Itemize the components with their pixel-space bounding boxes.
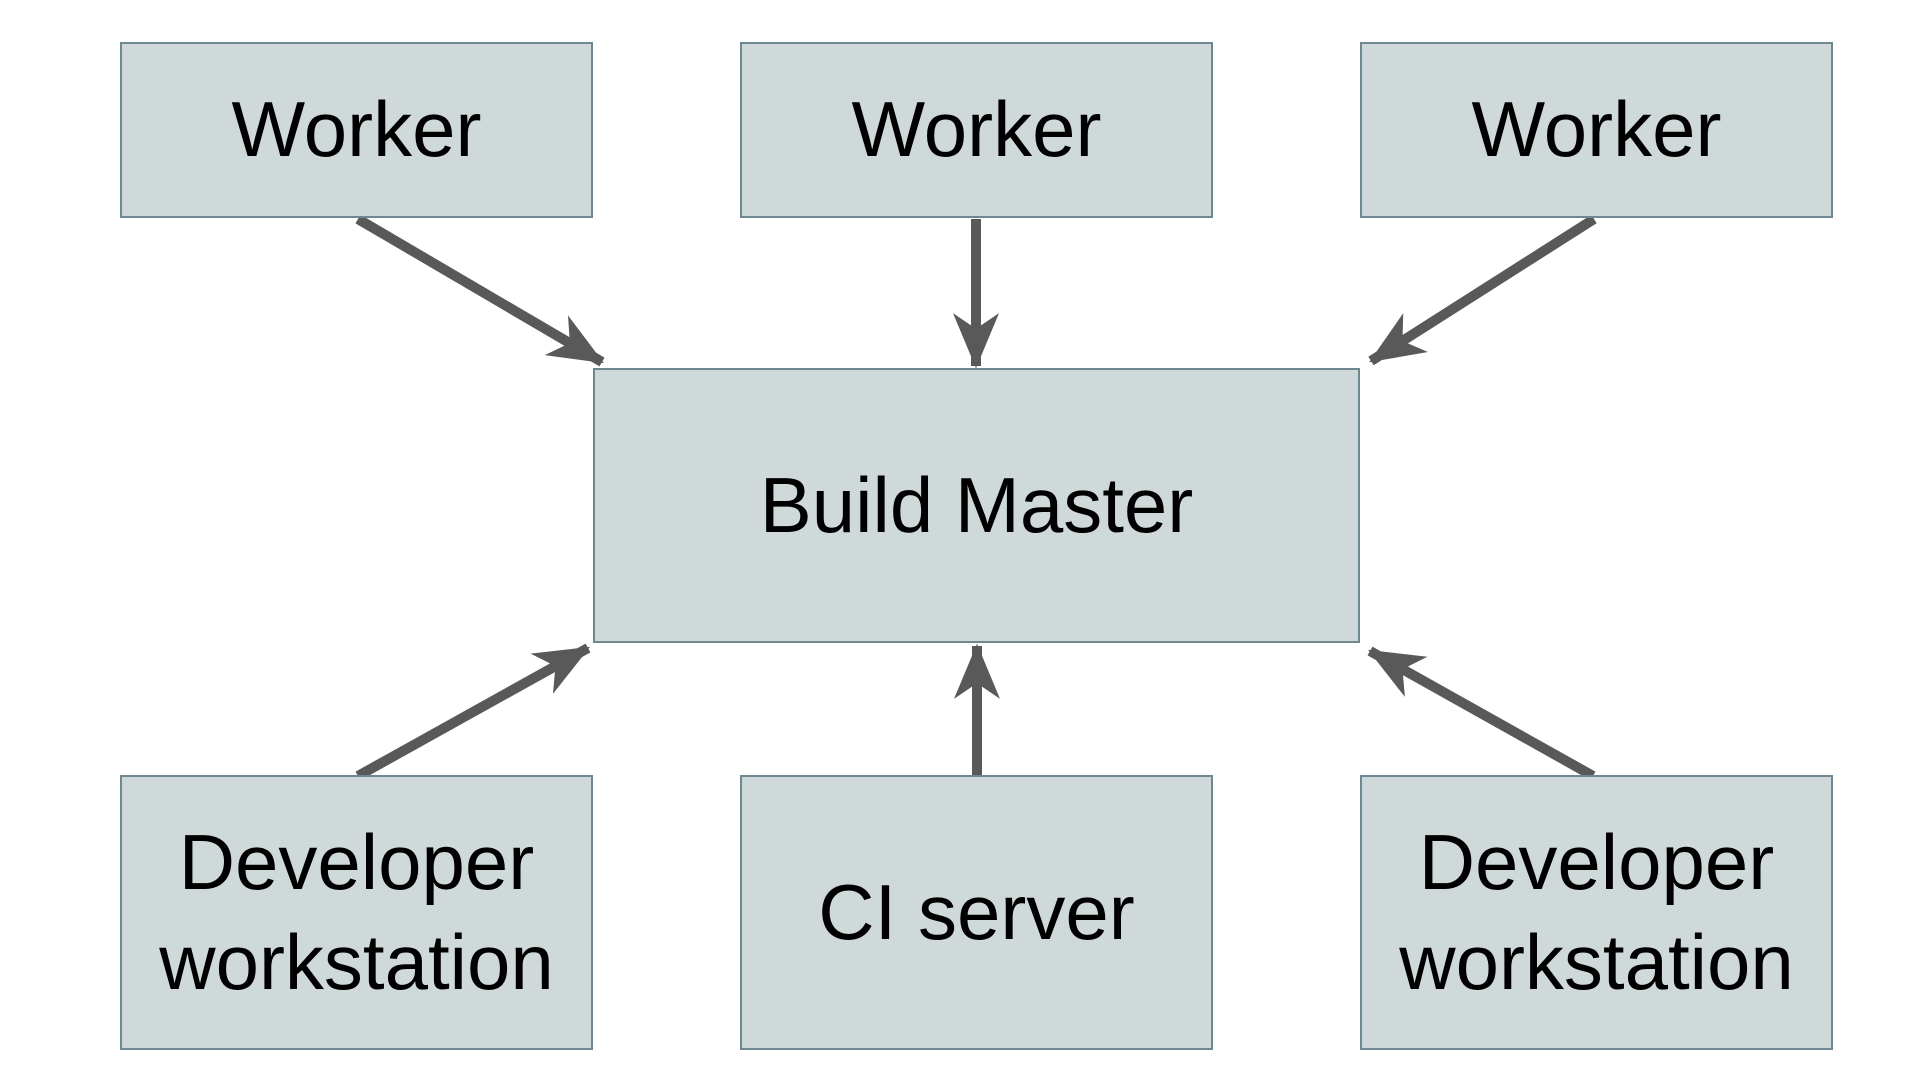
node-ci-server: CI server: [740, 775, 1213, 1050]
node-dev-workstation-1-label: Developer workstation: [159, 818, 554, 1006]
node-build-master: Build Master: [593, 368, 1360, 643]
node-worker-1-label: Worker: [231, 85, 482, 174]
node-worker-1: Worker: [120, 42, 593, 218]
arrow-worker-3-to-build-master: [1368, 214, 1597, 366]
node-ci-server-label: CI server: [818, 867, 1135, 956]
arrow-dev-workstation-1-to-build-master: [355, 643, 591, 781]
node-worker-3-label: Worker: [1471, 85, 1722, 174]
node-worker-3: Worker: [1360, 42, 1833, 218]
node-worker-2-label: Worker: [851, 85, 1102, 174]
node-build-master-label: Build Master: [759, 460, 1194, 549]
node-dev-workstation-2: Developer workstation: [1360, 775, 1833, 1050]
arrow-worker-1-to-build-master: [355, 214, 605, 367]
arrow-dev-workstation-2-to-build-master: [1367, 646, 1596, 781]
node-dev-workstation-2-label: Developer workstation: [1399, 818, 1794, 1006]
node-dev-workstation-1: Developer workstation: [120, 775, 593, 1050]
node-worker-2: Worker: [740, 42, 1213, 218]
